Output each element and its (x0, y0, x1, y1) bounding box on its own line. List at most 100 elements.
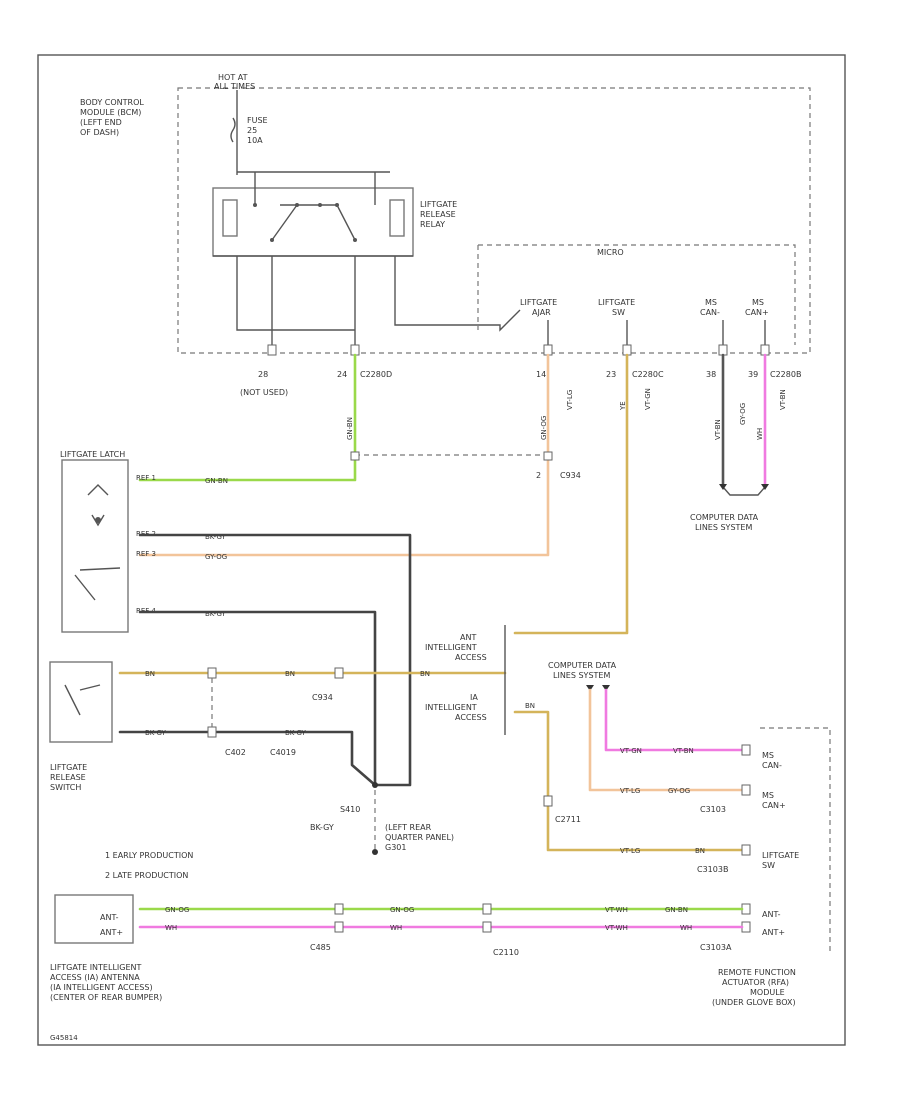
fuse-label-3: 10A (247, 136, 263, 145)
bcm-label-4: OF DASH) (80, 128, 119, 137)
c402-label: C402 (225, 748, 246, 757)
wire-label-vtlg: VT-LG (566, 390, 574, 410)
wire-label-bkgy-4: BK-GY (285, 729, 307, 737)
wire-label-vtlg-2: VT-LG (620, 847, 640, 855)
ant-ia-label-1: ANT (460, 633, 476, 642)
c3103a-label: C3103A (700, 943, 732, 952)
wire-label-grnog-vertical: GN-OG (540, 416, 548, 440)
wire-label-bn-r: BN (525, 702, 535, 710)
wire-label-gyog: GY-OG (205, 553, 227, 561)
wire-black-latch-1 (138, 533, 412, 787)
rfa-ms-can-minus-1: MS (762, 751, 774, 760)
wire-label-gyog-h: GY-OG (668, 787, 690, 795)
rfa-liftgate-sw-1: LIFTGATE (762, 851, 799, 860)
wire-label-bkgy-3: BK-GY (145, 729, 167, 737)
wire-orange-bcm (138, 353, 550, 557)
latch-symbol (74, 484, 121, 601)
wire-label-grnog-b: GN-OG (390, 906, 414, 914)
c934-label: C934 (560, 471, 581, 480)
wire-label-wh-a: WH (165, 924, 177, 932)
wire-label-vtgn-h: VT-GN (620, 747, 642, 755)
rfa-label-3: MODULE (750, 988, 785, 997)
liftgate-sw-label-1: LIFTGATE (598, 298, 635, 307)
c4019-label: C4019 (270, 748, 296, 757)
wire-label-vtbn-h: VT-BN (673, 747, 694, 755)
wire-label-wh-b: WH (390, 924, 402, 932)
liftgate-ajar-label-2: AJAR (532, 308, 551, 317)
ms-can-minus-label-2: CAN- (700, 308, 720, 317)
c2280d-label: C2280D (360, 370, 392, 379)
relay-coil-left (222, 199, 238, 237)
pin-24: 24 (337, 370, 347, 379)
ground-label-2: QUARTER PANEL) (385, 833, 454, 842)
relay-coil-right (389, 199, 405, 237)
wire-label-vtwh-b: VT-WH (605, 924, 628, 932)
micro-outline (477, 244, 796, 345)
wire-label-vtgn: VT-GN (644, 388, 652, 410)
ia-antenna-label-3: (IA INTELLIGENT ACCESS) (50, 983, 153, 992)
wire-label-gyog: GY-OG (739, 403, 747, 425)
release-switch-label-1: LIFTGATE (50, 763, 87, 772)
ia-antenna-ant-minus: ANT- (100, 913, 119, 922)
wire-black-release (118, 730, 377, 787)
ia-antenna-label-2: ACCESS (IA) ANTENNA (50, 973, 140, 982)
wire-pink-can (604, 688, 744, 752)
wire-label-vtbn: VT-BN (714, 419, 722, 440)
ia-antenna-box (54, 894, 134, 944)
wire-label-bn-1: BN (145, 670, 155, 678)
wire-label-bn-2: BN (285, 670, 295, 678)
cdl-label-2: LINES SYSTEM (695, 523, 752, 532)
wire-label-bkgy-2: BK-GY (205, 610, 227, 618)
wire-label-wh: WH (756, 428, 764, 440)
release-switch-symbol (64, 684, 101, 716)
rfa-label-1: REMOTE FUNCTION (718, 968, 796, 977)
wire-orange-can (588, 688, 744, 792)
latch-terminal-3: REF 3 (136, 550, 156, 558)
cdl-label-1: COMPUTER DATA (690, 513, 759, 522)
bkgy-splice-label: BK-GY (310, 823, 334, 832)
wire-label-ye: YE (619, 401, 627, 411)
pin-2: 2 (536, 471, 541, 480)
bcm-connector-row (267, 344, 770, 356)
rfa-ant-plus: ANT+ (762, 928, 785, 937)
release-switch-box (49, 661, 113, 743)
pin-14: 14 (536, 370, 546, 379)
s410-label: S410 (340, 805, 360, 814)
ant-ia-label-2: INTELLIGENT (425, 643, 477, 652)
pin-39: 39 (748, 370, 758, 379)
antenna-wire-connectors (334, 903, 492, 933)
ant-ia-label-3: ACCESS (455, 653, 487, 662)
ms-can-minus-label-1: MS (705, 298, 717, 307)
ia-antenna-label-1: LIFTGATE INTELLIGENT (50, 963, 141, 972)
liftgate-ajar-label-1: LIFTGATE (520, 298, 557, 307)
rfa-connectors (741, 744, 751, 933)
wire-label-grnbrn-vertical: GN-BN (346, 417, 354, 440)
rfa-ms-can-plus-2: CAN+ (762, 801, 786, 810)
wire-label-bn-3: BN (420, 670, 430, 678)
legend-early: 1 EARLY PRODUCTION (105, 851, 193, 860)
wire-label-grnbrn: GN-BN (205, 477, 228, 485)
ia-antenna-ant-plus: ANT+ (100, 928, 123, 937)
cdl2-label-1: COMPUTER DATA (548, 661, 617, 670)
wire-brown-ia (513, 710, 744, 852)
release-switch-label-2: RELEASE (50, 773, 86, 782)
wire-label-vt2: VT-BN (779, 389, 787, 410)
relay-label-2: RELEASE (420, 210, 456, 219)
ia-label-1: IA (470, 693, 478, 702)
c2711-label: C2711 (555, 815, 581, 824)
all-times-label: ALL TIMES (214, 82, 255, 91)
relay-label-1: LIFTGATE (420, 200, 457, 209)
wire-green-bcm (138, 353, 357, 482)
rfa-label-2: ACTUATOR (RFA) (722, 978, 789, 987)
wire-label-grnbn-a: GN-BN (665, 906, 688, 914)
wire-label-vtlg-h: VT-LG (620, 787, 640, 795)
ms-can-plus-label-2: CAN+ (745, 308, 769, 317)
rfa-ant-minus: ANT- (762, 910, 781, 919)
rfa-label-4: (UNDER GLOVE BOX) (712, 998, 796, 1007)
bcm-label-3: (LEFT END (80, 118, 122, 127)
rfa-ms-can-minus-2: CAN- (762, 761, 782, 770)
c934b-label: C934 (312, 693, 333, 702)
ground-label-3: G301 (385, 843, 406, 852)
ia-label-2: INTELLIGENT (425, 703, 477, 712)
